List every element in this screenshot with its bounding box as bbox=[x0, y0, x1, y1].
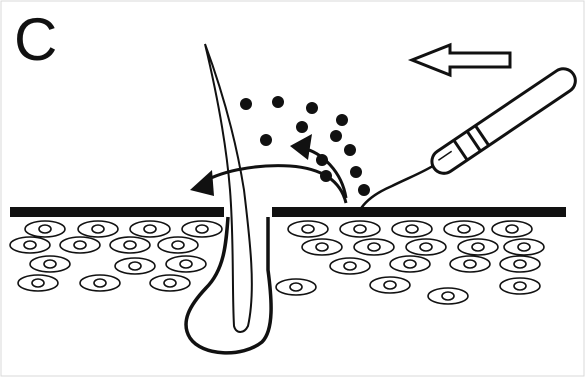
skin-cell-icon bbox=[492, 221, 532, 237]
skin-cell-icon bbox=[428, 288, 468, 304]
skin-cell-icon bbox=[370, 277, 410, 293]
curved-arrow-up-head bbox=[290, 134, 312, 160]
skin-cell-icon bbox=[354, 239, 394, 255]
left-arrow-icon bbox=[412, 45, 510, 75]
debris-particle-icon bbox=[358, 184, 370, 196]
debris-particle-icon bbox=[240, 98, 252, 110]
debris-particle-icon bbox=[336, 114, 348, 126]
hair-removal-tool-icon bbox=[360, 64, 580, 210]
curved-arrow-left-head bbox=[190, 170, 214, 196]
skin-cell-icon bbox=[392, 221, 432, 237]
skin-cell-icon bbox=[444, 221, 484, 237]
skin-cell-icon bbox=[500, 256, 540, 272]
skin-cell-icon bbox=[182, 221, 222, 237]
skin-cell-icon bbox=[10, 237, 50, 253]
skin-cell-icon bbox=[500, 278, 540, 294]
skin-cell-icon bbox=[340, 221, 380, 237]
skin-cell-icon bbox=[80, 275, 120, 291]
skin-cell-icon bbox=[60, 237, 100, 253]
skin-cell-icon bbox=[450, 256, 490, 272]
skin-cell-icon bbox=[504, 239, 544, 255]
skin-cell-icon bbox=[166, 256, 206, 272]
skin-cell-icon bbox=[150, 275, 190, 291]
debris-particle-icon bbox=[260, 134, 272, 146]
debris-particle-icon bbox=[306, 102, 318, 114]
skin-cell-icon bbox=[130, 221, 170, 237]
skin-cell-icon bbox=[18, 275, 58, 291]
skin-surface bbox=[10, 207, 566, 217]
skin-cell-icon bbox=[288, 221, 328, 237]
skin-cells bbox=[10, 221, 544, 304]
skin-cell-icon bbox=[458, 239, 498, 255]
skin-cell-icon bbox=[78, 221, 118, 237]
skin-cell-icon bbox=[158, 237, 198, 253]
debris-particle-icon bbox=[344, 144, 356, 156]
skin-cell-icon bbox=[276, 279, 316, 295]
debris-particle-icon bbox=[316, 154, 328, 166]
debris-particle-icon bbox=[296, 121, 308, 133]
debris-particle-icon bbox=[320, 170, 332, 182]
skin-cell-icon bbox=[110, 237, 150, 253]
debris-particle-icon bbox=[330, 130, 342, 142]
debris-particle-icon bbox=[350, 166, 362, 178]
skin-cell-icon bbox=[25, 221, 65, 237]
skin-cell-icon bbox=[406, 239, 446, 255]
skin-cell-icon bbox=[330, 258, 370, 274]
skin-cell-icon bbox=[115, 258, 155, 274]
skin-cell-icon bbox=[390, 256, 430, 272]
skin-cell-icon bbox=[30, 256, 70, 272]
debris-particle-icon bbox=[272, 96, 284, 108]
skin-cell-icon bbox=[302, 239, 342, 255]
